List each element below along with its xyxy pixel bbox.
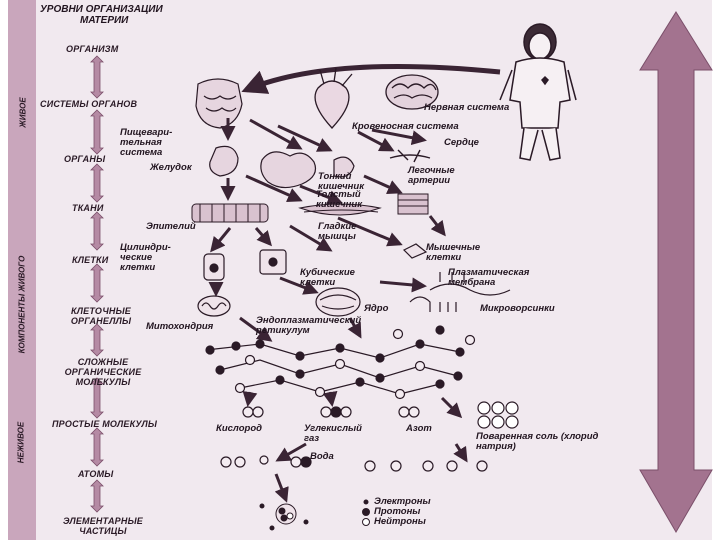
epithelium-tissue-icon	[192, 204, 268, 222]
label-nucleus: Ядро	[364, 304, 388, 314]
organelle-icons	[198, 288, 456, 316]
label-endoplasmic-reticulum: Эндоплазматический ретикулум	[256, 316, 406, 336]
label-columnar-cells: Цилиндри-ческие клетки	[120, 243, 188, 273]
level-elementary-particles: ЭЛЕМЕНТАРНЫЕ ЧАСТИЦЫ	[48, 516, 158, 536]
lung-artery-icon	[390, 150, 430, 162]
label-co2: Углекислый газ	[304, 424, 364, 444]
label-epithelium: Эпителий	[146, 222, 196, 232]
label-nitrogen: Азот	[406, 424, 432, 434]
label-lung-arteries: Легочные артерии	[408, 166, 468, 186]
atom-icons	[221, 456, 487, 471]
level-tissues: ТКАНИ	[72, 203, 104, 213]
level-arrows	[91, 56, 103, 512]
label-mitochondrion: Митохондрия	[146, 322, 213, 332]
complex-molecule-icon	[206, 326, 475, 399]
label-neutrons: Нейтроны	[374, 517, 426, 527]
label-cubic-cells: Кубические клетки	[300, 268, 390, 288]
level-organs: ОРГАНЫ	[64, 154, 105, 164]
muscle-block-icon	[398, 194, 428, 214]
label-circulatory-system: Кровеносная система	[352, 122, 512, 132]
label-muscle-cells: Мышечные клетки	[426, 243, 506, 263]
label-heart: Сердце	[444, 138, 479, 148]
level-organelles: КЛЕТОЧНЫЕ ОРГАНЕЛЛЫ	[56, 306, 146, 326]
level-cells: КЛЕТКИ	[72, 255, 108, 265]
big-scale-arrow	[640, 12, 712, 532]
digestive-system-icon	[196, 79, 242, 128]
stomach-icon	[210, 146, 238, 176]
label-large-intestine: Толстый кишечник	[316, 190, 372, 210]
human-figure-icon	[500, 24, 576, 160]
label-nervous-system: Нервная система	[424, 103, 520, 113]
label-salt: Поваренная соль (хлорид натрия)	[476, 432, 606, 452]
level-organ-systems: СИСТЕМЫ ОРГАНОВ	[40, 99, 137, 109]
label-smooth-muscle: Гладкие мышцы	[318, 222, 374, 242]
organism-to-systems-arrow	[246, 66, 500, 90]
particle-legend-markers	[363, 500, 370, 526]
heart-icon	[315, 68, 352, 128]
level-atoms: АТОМЫ	[78, 469, 113, 479]
label-water: Вода	[310, 452, 334, 462]
label-digestive-system: Пищевари-тельная система	[120, 128, 190, 158]
atom-icon	[260, 504, 308, 530]
label-microvilli: Микроворсинки	[480, 304, 555, 314]
label-plasma-membrane: Плазматическая мембрана	[448, 268, 568, 288]
label-stomach: Желудок	[150, 163, 192, 173]
level-complex-molecules: СЛОЖНЫЕ ОРГАНИЧЕСКИЕ МОЛЕКУЛЫ	[38, 357, 168, 387]
level-organism: ОРГАНИЗМ	[66, 44, 118, 54]
level-simple-molecules: ПРОСТЫЕ МОЛЕКУЛЫ	[52, 419, 157, 429]
label-oxygen: Кислород	[216, 424, 262, 434]
